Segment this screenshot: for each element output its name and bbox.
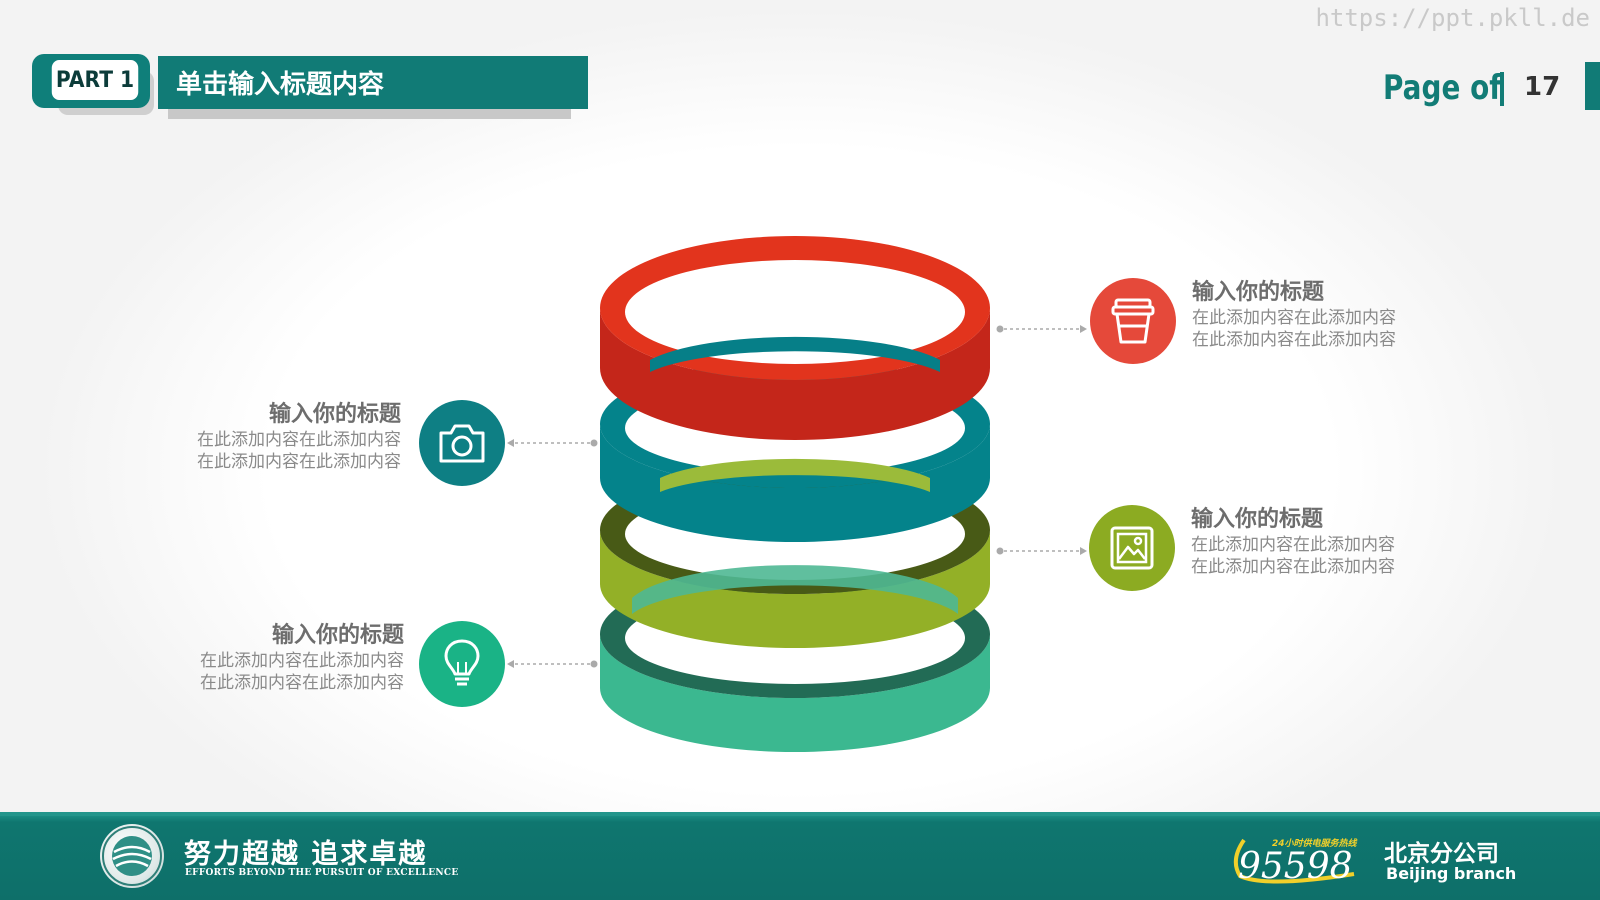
globe-logo-icon <box>102 826 162 886</box>
footer-slogan: 努力超越 追求卓越 <box>184 839 428 870</box>
slide-title[interactable]: 单击输入标题内容 <box>176 70 385 100</box>
part-label: PART 1 <box>51 60 139 100</box>
title-bar[interactable]: 单击输入标题内容 <box>158 56 588 109</box>
picture-icon-circle[interactable] <box>1089 505 1175 591</box>
item-text-line[interactable]: 在此添加内容在此添加内容 <box>197 430 401 450</box>
footer-top-stripe <box>0 812 1600 817</box>
camera-icon-circle[interactable] <box>419 400 505 486</box>
hotline-number: 95598 <box>1238 846 1353 887</box>
lightbulb-icon-circle[interactable] <box>419 621 505 707</box>
lightbulb-icon <box>444 639 480 686</box>
footer-bar <box>0 816 1600 900</box>
item-text-line[interactable]: 在此添加内容在此添加内容 <box>1191 535 1395 555</box>
item-title[interactable]: 输入你的标题 <box>268 402 401 427</box>
cup-icon <box>1111 298 1155 344</box>
picture-icon <box>1110 526 1154 570</box>
item-title[interactable]: 输入你的标题 <box>1191 507 1324 532</box>
connector-right-top <box>996 325 1087 333</box>
item-title[interactable]: 输入你的标题 <box>271 623 404 648</box>
hotline-caption: 24小时供电服务热线 <box>1272 839 1357 849</box>
cup-icon-circle[interactable] <box>1090 278 1176 364</box>
connector-left-bottom <box>507 660 598 668</box>
page-separator <box>1500 72 1504 106</box>
title-bar-shadow <box>168 106 571 119</box>
footer-slogan-english: EFFORTS BEYOND THE PURSUIT OF EXCELLENCE <box>185 868 459 878</box>
item-text-line[interactable]: 在此添加内容在此添加内容 <box>200 673 404 693</box>
item-text-line[interactable]: 在此添加内容在此添加内容 <box>1192 308 1396 328</box>
item-text-line[interactable]: 在此添加内容在此添加内容 <box>1192 330 1396 350</box>
hotline-swoosh-icon <box>1233 838 1355 884</box>
page-label: Page of <box>1383 68 1502 108</box>
branch-name-english: Beijing branch <box>1386 864 1517 883</box>
company-logo <box>100 824 164 888</box>
connector-right-bottom <box>996 547 1087 555</box>
item-text-line[interactable]: 在此添加内容在此添加内容 <box>1191 557 1395 577</box>
item-title[interactable]: 输入你的标题 <box>1192 280 1325 305</box>
camera-icon <box>439 424 485 463</box>
connector-left-top <box>507 439 598 447</box>
ring-red <box>600 236 990 440</box>
watermark-url: https://ppt.pkll.de <box>1315 4 1590 32</box>
page-edge-tab <box>1585 62 1600 110</box>
branch-name-chinese: 北京分公司 <box>1384 841 1499 867</box>
item-text-line[interactable]: 在此添加内容在此添加内容 <box>200 651 404 671</box>
page-number: 17 <box>1524 72 1561 102</box>
item-text-line[interactable]: 在此添加内容在此添加内容 <box>197 452 401 472</box>
